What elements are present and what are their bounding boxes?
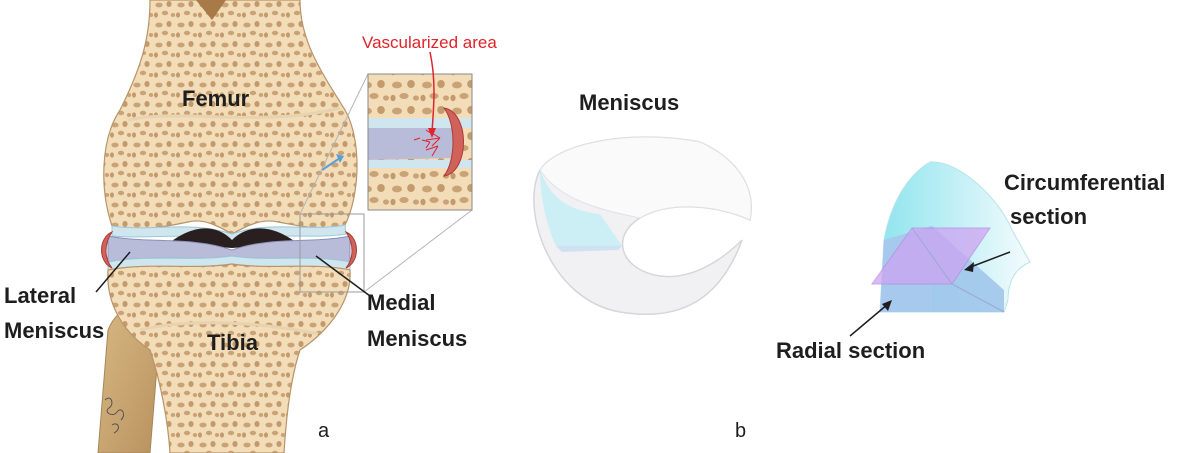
tibia-bone — [107, 263, 351, 453]
femur-label: Femur — [182, 86, 250, 111]
panel-a-knee — [95, 0, 473, 453]
vascularized-pointer — [429, 51, 435, 133]
lateral-meniscus-label-line1: Lateral — [4, 283, 77, 308]
circumferential-label-line1: Circumferential — [1004, 170, 1166, 195]
panel-b-letter: b — [735, 420, 747, 442]
vascularized-area-label: Vascularized area — [362, 33, 497, 52]
panel-a-letter: a — [318, 420, 330, 442]
panel-b-meniscus — [533, 136, 1031, 337]
lateral-pointer — [95, 251, 131, 293]
medial-meniscus-rim — [344, 230, 357, 269]
medial-meniscus-label-line1: Medial — [367, 290, 436, 315]
radial-pointer — [849, 303, 889, 337]
meniscus-cut-cyan — [540, 170, 622, 246]
circumferential-label-line2: section — [1010, 204, 1088, 229]
meniscus-label: Meniscus — [579, 90, 680, 115]
circumferential-pointer — [967, 251, 1011, 269]
tibia-label: Tibia — [207, 330, 258, 355]
lateral-meniscus-label-line2: Meniscus — [4, 318, 105, 343]
medial-pointer — [315, 255, 371, 297]
zoom-source-box — [299, 213, 365, 293]
circumferential-plane — [871, 227, 991, 285]
medial-meniscus-label-line2: Meniscus — [367, 326, 468, 351]
radial-plane — [911, 227, 1005, 313]
meniscus-cut-blue — [556, 246, 622, 252]
zoom-inset — [368, 74, 472, 210]
radial-section-label: Radial section — [776, 338, 926, 363]
lateral-meniscus-rim — [101, 230, 114, 269]
